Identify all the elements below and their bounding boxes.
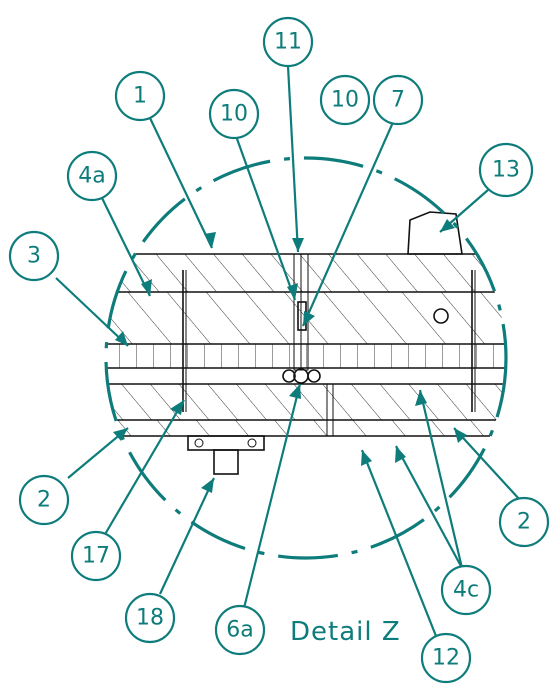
balloon-18: 18 xyxy=(124,592,176,644)
svg-text:12: 12 xyxy=(432,646,460,671)
svg-text:4a: 4a xyxy=(78,164,105,189)
fitting-13 xyxy=(407,211,463,255)
svg-text:2: 2 xyxy=(517,510,531,535)
bracket-18 xyxy=(187,435,265,475)
svg-text:3: 3 xyxy=(27,244,41,269)
balloon-13: 13 xyxy=(478,142,534,198)
detail-caption: Detail Z xyxy=(290,617,401,647)
balloon-1: 1 xyxy=(114,70,166,122)
balloon-10-left: 10 xyxy=(208,88,260,140)
balloon-6a: 6a xyxy=(214,604,266,656)
svg-text:13: 13 xyxy=(492,158,520,183)
detail-circle xyxy=(104,156,508,560)
svg-text:4c: 4c xyxy=(453,578,479,603)
svg-text:11: 11 xyxy=(274,30,302,55)
svg-text:6a: 6a xyxy=(226,618,253,643)
svg-text:1: 1 xyxy=(133,84,147,109)
section-layers xyxy=(106,253,506,437)
svg-text:17: 17 xyxy=(82,544,110,569)
top-panel-layer xyxy=(106,254,506,292)
bottom-joint-gap xyxy=(326,383,334,437)
leaders xyxy=(55,65,521,637)
svg-text:18: 18 xyxy=(136,606,164,631)
svg-text:10: 10 xyxy=(220,102,248,127)
balloon-2-right: 2 xyxy=(498,496,550,548)
balloon-12: 12 xyxy=(420,632,472,684)
svg-text:7: 7 xyxy=(391,88,405,113)
balloon-11: 11 xyxy=(262,16,314,68)
svg-text:2: 2 xyxy=(37,488,51,513)
balloon-17: 17 xyxy=(70,530,122,582)
balloon-2-left: 2 xyxy=(18,474,70,526)
svg-text:10: 10 xyxy=(331,88,359,113)
gap-layer xyxy=(106,368,506,384)
hole xyxy=(433,308,449,324)
core-layer-3 xyxy=(106,344,506,368)
balloon-4c: 4c xyxy=(440,564,492,616)
base-plate-layer-12 xyxy=(106,420,506,436)
balloon-4a: 4a xyxy=(66,150,118,202)
balloon-3: 3 xyxy=(8,230,60,282)
bottom-panel-layer-4c xyxy=(106,384,506,420)
balloon-7: 7 xyxy=(372,74,424,126)
balloon-10-right: 10 xyxy=(319,74,371,126)
